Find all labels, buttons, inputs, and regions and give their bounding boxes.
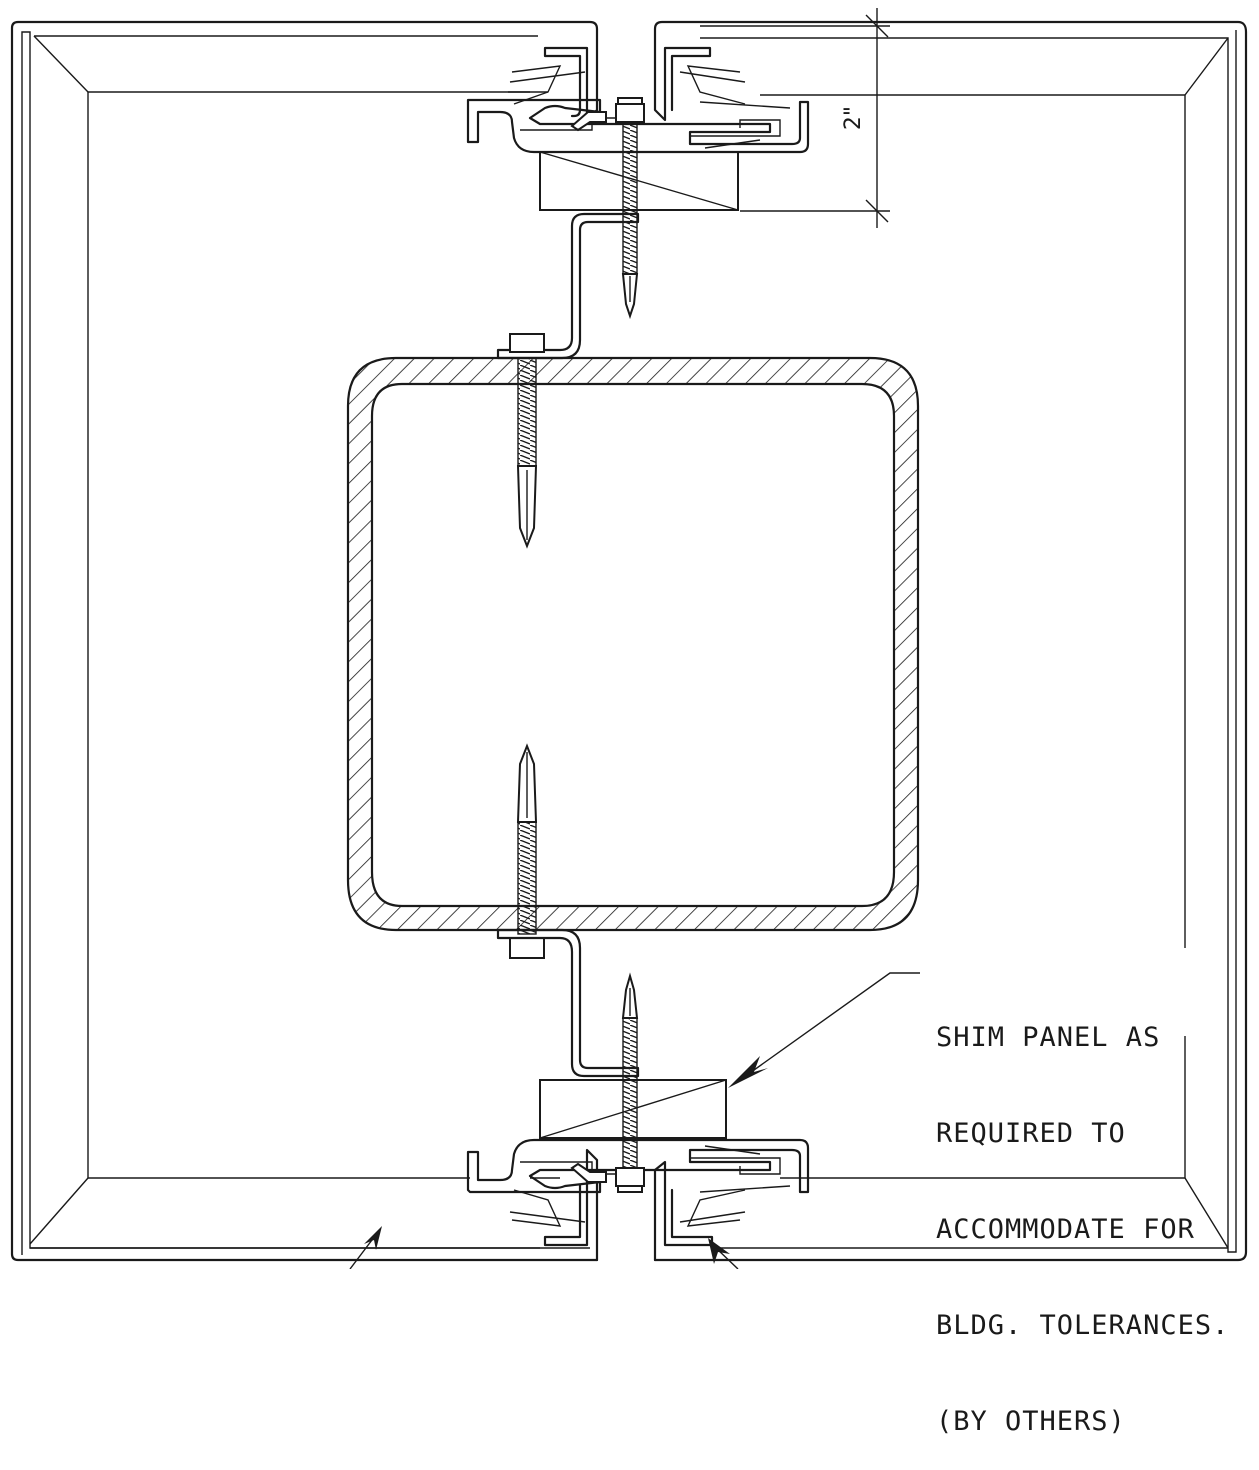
bottom-arrows bbox=[349, 1226, 739, 1269]
top-clip-assembly bbox=[466, 65, 810, 211]
right-panel bbox=[653, 20, 1248, 1262]
lower-tube-fastener bbox=[509, 743, 545, 959]
top-z-clip bbox=[496, 212, 640, 360]
top-fastener bbox=[615, 97, 645, 320]
left-panel bbox=[10, 20, 599, 1262]
callout-line-1: SHIM PANEL AS bbox=[936, 1022, 1161, 1053]
callout-line-5: (BY OTHERS) bbox=[936, 1406, 1126, 1437]
dimension-2in: 2" bbox=[700, 8, 890, 228]
bottom-z-clip bbox=[496, 928, 640, 1078]
bottom-fastener bbox=[615, 972, 645, 1193]
callout-line-4: BLDG. TOLERANCES. bbox=[936, 1310, 1230, 1341]
callout-line-2: REQUIRED TO bbox=[936, 1118, 1126, 1149]
callout-line-3: ACCOMMODATE FOR bbox=[936, 1214, 1195, 1245]
panel-joint-section-drawing: 2" bbox=[10, 8, 1248, 1269]
callout-leader bbox=[728, 972, 920, 1088]
steel-tube-section bbox=[346, 356, 920, 932]
upper-tube-fastener bbox=[509, 333, 545, 549]
bottom-clip-assembly bbox=[466, 1079, 810, 1227]
shim-panel-callout: SHIM PANEL AS REQUIRED TO ACCOMMODATE FO… bbox=[936, 958, 1229, 1470]
dimension-label: 2" bbox=[841, 106, 866, 130]
